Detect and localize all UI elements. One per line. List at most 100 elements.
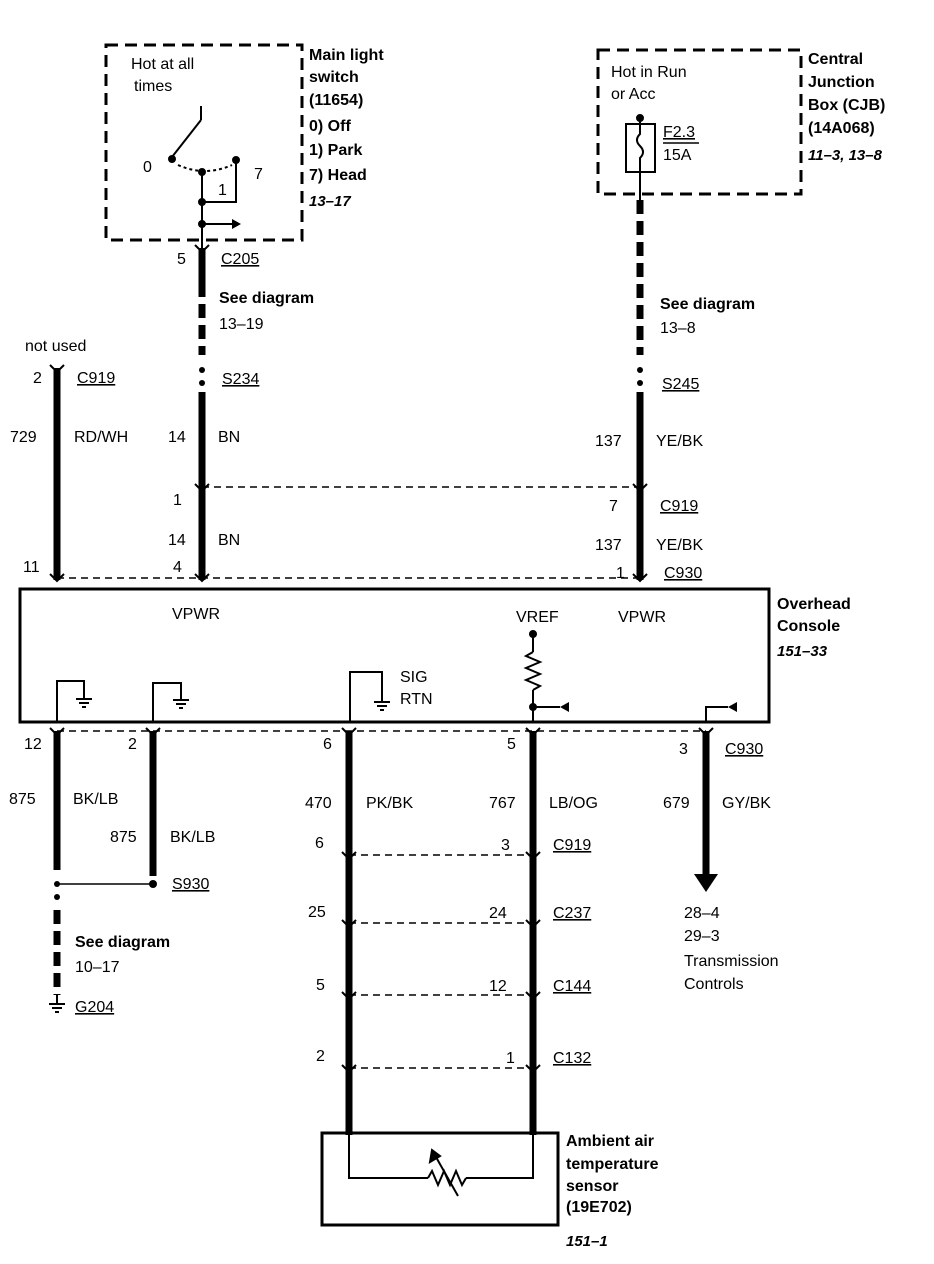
pin-3: 3 (679, 741, 688, 758)
c930-bottom-label: C930 (725, 741, 763, 758)
c237-label: C237 (553, 905, 591, 922)
lb-color: LB/OG (549, 795, 598, 812)
pk-circuit: 470 (305, 795, 332, 812)
c930-bn-pin: 4 (173, 559, 182, 576)
ground-icon (349, 671, 390, 722)
fuse-icon (625, 114, 656, 200)
c205-pin: 5 (177, 251, 186, 268)
main-switch-hot-label-1: Hot at all (131, 56, 194, 73)
switch-pos-7-label: 7 (254, 166, 263, 183)
cjb-part: (14A068) (808, 120, 875, 137)
s234-label: S234 (222, 371, 259, 388)
bk-color-1: BK/LB (73, 791, 118, 808)
switch-pos-0-label: 0 (143, 159, 152, 176)
main-switch-pos-park: 1) Park (309, 142, 362, 159)
c930-ye-pin: 1 (616, 565, 625, 582)
s930-label: S930 (172, 876, 209, 893)
cjb-title-2: Junction (808, 74, 875, 91)
c919-bottom-label: C919 (553, 837, 591, 854)
pk-wire (341, 727, 357, 1135)
gy-wire (694, 727, 718, 892)
bk-circuit-1: 875 (9, 791, 36, 808)
main-light-switch-box (104, 43, 304, 242)
rd-circuit: 729 (10, 429, 37, 446)
vpwr-right-label: VPWR (618, 609, 666, 626)
bk-circuit-2: 875 (110, 829, 137, 846)
see-diagram-1: See diagram (219, 290, 314, 307)
fuse-id: F2.3 (663, 124, 695, 141)
ye-circuit: 137 (595, 433, 622, 450)
bk-color-2: BK/LB (170, 829, 215, 846)
overhead-console-box (18, 587, 771, 724)
console-title-1: Overhead (777, 596, 851, 613)
ground-icon (152, 682, 189, 722)
cjb-title-1: Central (808, 51, 863, 68)
c919-bn-pin: 1 (173, 492, 182, 509)
thermistor-icon (348, 1135, 534, 1197)
bn-wire (194, 244, 210, 582)
rd-wire (49, 364, 65, 582)
resistor-icon (523, 630, 569, 722)
c919-ye-pin: 7 (609, 498, 618, 515)
sensor-box (320, 1131, 560, 1227)
c237-left-pin: 25 (308, 904, 326, 921)
c132-right-pin: 1 (506, 1050, 515, 1067)
c930-rd-pin: 11 (23, 559, 40, 576)
lb-circuit: 767 (489, 795, 516, 812)
main-switch-pos-off: 0) Off (309, 118, 351, 135)
sensor-title-1: Ambient air (566, 1133, 654, 1150)
main-switch-pos-head: 7) Head (309, 167, 367, 184)
ye-color: YE/BK (656, 433, 703, 450)
vpwr-left-label: VPWR (172, 606, 220, 623)
see-diagram-1-ref: 13–19 (219, 316, 264, 333)
pk-color: PK/BK (366, 795, 413, 812)
lb-wire (525, 727, 541, 1135)
main-switch-part: (11654) (309, 92, 363, 109)
c205-label: C205 (221, 251, 259, 268)
trans-label-2: Controls (684, 976, 744, 993)
main-switch-ref: 13–17 (309, 193, 351, 210)
pin-2: 2 (128, 736, 137, 753)
c919-bottom-left-pin: 6 (315, 835, 324, 852)
ye-color-2: YE/BK (656, 537, 703, 554)
cjb-ref: 11–3, 13–8 (808, 147, 883, 164)
cjb-hot-label-2: or Acc (611, 86, 655, 103)
c919-left-label: C919 (77, 370, 115, 387)
c144-label: C144 (553, 978, 591, 995)
gy-color: GY/BK (722, 795, 771, 812)
sensor-ref: 151–1 (566, 1233, 608, 1250)
c919-top-label: C919 (660, 498, 698, 515)
console-ref: 151–33 (777, 643, 828, 660)
bn-color-2: BN (218, 532, 240, 549)
c132-left-pin: 2 (316, 1048, 325, 1065)
bk-wire-1 (49, 727, 65, 1013)
ye-circuit-2: 137 (595, 537, 622, 554)
trans-ref-2: 29–3 (684, 928, 720, 945)
see-diagram-2-ref: 13–8 (660, 320, 696, 337)
see-diagram-3: See diagram (75, 934, 170, 951)
rtn-label: RTN (400, 691, 433, 708)
bn-color: BN (218, 429, 240, 446)
gy-circuit: 679 (663, 795, 690, 812)
cjb-title-3: Box (CJB) (808, 97, 885, 114)
c930-top-label: C930 (664, 565, 702, 582)
c144-right-pin: 12 (489, 978, 507, 995)
light-switch-icon (168, 106, 241, 254)
sig-label: SIG (400, 669, 428, 686)
trans-ref-1: 28–4 (684, 905, 720, 922)
vref-label: VREF (516, 609, 559, 626)
ye-wire (632, 200, 648, 582)
c132-label: C132 (553, 1050, 591, 1067)
c237-right-pin: 24 (489, 905, 507, 922)
not-used-label: not used (25, 338, 86, 355)
rd-color: RD/WH (74, 429, 128, 446)
s245-label: S245 (662, 376, 699, 393)
sensor-part: (19E702) (566, 1199, 632, 1216)
see-diagram-3-ref: 10–17 (75, 959, 120, 976)
pin-12: 12 (24, 736, 42, 753)
c919-left-pin: 2 (33, 370, 42, 387)
c919-bottom-right-pin: 3 (501, 837, 510, 854)
pin-5: 5 (507, 736, 516, 753)
ground-icon (56, 680, 92, 722)
